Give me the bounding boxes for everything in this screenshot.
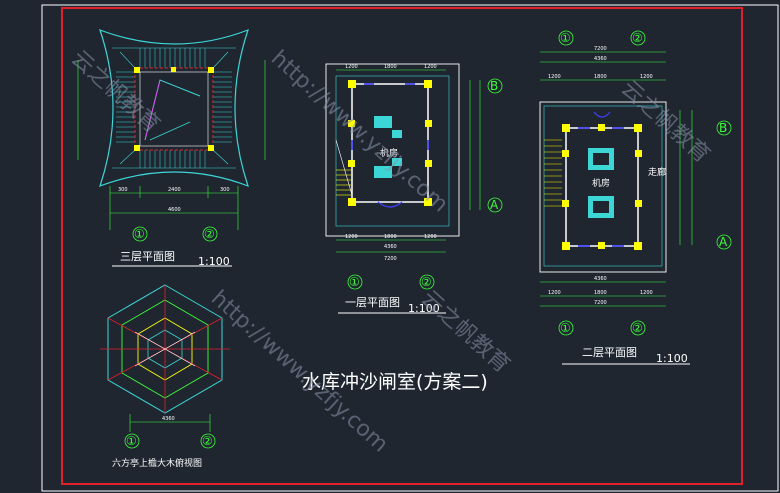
first-dim-bottom-3: 1200 — [424, 234, 437, 240]
first-dim-bottom-2: 1800 — [384, 234, 397, 240]
second-floor-room-label: 机房 — [592, 177, 610, 189]
second-dim-bottom-3: 1800 — [594, 290, 607, 296]
watermark-brand-2: 云之帆教育 — [416, 286, 514, 378]
first-axis-2: ② — [421, 275, 432, 289]
second-dim-top-5: 1200 — [640, 74, 653, 80]
second-dim-top-3: 1200 — [548, 74, 561, 80]
first-floor-scale: 1:100 — [408, 302, 440, 315]
third-dim-1: 300 — [118, 187, 128, 193]
first-dim-bottom-4: 4360 — [384, 244, 397, 250]
second-axis-bottom-2: ② — [632, 321, 643, 335]
first-row-b: B — [490, 79, 498, 93]
hex-roof-title: 六方亭上檐大木俯视图 — [112, 457, 202, 469]
second-floor-corridor-label: 走廊 — [648, 166, 666, 178]
third-dim-total: 4600 — [168, 207, 181, 213]
outer-border — [41, 4, 779, 492]
second-dim-bottom-1: 4360 — [594, 276, 607, 282]
third-floor-scale: 1:100 — [198, 255, 230, 268]
third-dim-3: 300 — [220, 187, 230, 193]
first-axis-1: ① — [349, 275, 360, 289]
hex-roof-plan: 4360 ① ② 六方亭上檐大木俯视图 — [100, 284, 230, 469]
first-floor-title: 一层平面图 — [345, 296, 400, 309]
hex-axis-2: ② — [202, 434, 213, 448]
drawing-title: 水库冲沙闸室(方案二) — [302, 371, 488, 393]
second-axis-top-1: ① — [560, 31, 571, 45]
second-dim-bottom-4: 1200 — [640, 290, 653, 296]
second-floor-title: 二层平面图 — [582, 346, 637, 359]
second-dim-bottom-2: 1200 — [548, 290, 561, 296]
second-row-a: A — [719, 235, 728, 249]
watermark-url-1: http://www.yzfjy.com — [266, 46, 453, 218]
third-floor-title: 三层平面图 — [120, 250, 175, 263]
second-dim-bottom-5: 7200 — [594, 300, 607, 306]
drawing-frame — [61, 7, 743, 485]
hex-dim: 4360 — [162, 416, 175, 422]
first-dim-top-1: 1200 — [345, 64, 358, 70]
watermark-brand-1: 云之帆教育 — [66, 46, 164, 138]
first-dim-bottom-5: 7200 — [384, 256, 397, 262]
first-dim-top-2: 1800 — [384, 64, 397, 70]
second-axis-bottom-1: ① — [560, 321, 571, 335]
second-dim-top-1: 7200 — [594, 46, 607, 52]
third-dim-2: 2400 — [168, 187, 181, 193]
first-dim-top-3: 1200 — [424, 64, 437, 70]
second-floor-scale: 1:100 — [656, 352, 688, 365]
second-floor-plan: 机房 走廊 7200 4360 1200 1800 1200 4360 1200… — [539, 30, 732, 365]
first-row-a: A — [490, 198, 499, 212]
second-dim-top-4: 1800 — [594, 74, 607, 80]
third-axis-2: ② — [204, 227, 215, 241]
third-floor-plan: 300 2400 300 4600 ① ② 三层平面图 1:100 — [77, 28, 266, 268]
watermark-brand-3: 云之帆教育 — [616, 76, 714, 168]
first-floor-plan: 机房 1200 1800 1200 1200 1800 1200 4360 72… — [325, 63, 503, 315]
second-dim-top-2: 4360 — [594, 56, 607, 62]
first-dim-bottom-1: 1200 — [345, 234, 358, 240]
third-axis-1: ① — [134, 227, 145, 241]
first-floor-room-label: 机房 — [380, 147, 398, 159]
second-axis-top-2: ② — [632, 31, 643, 45]
second-row-b: B — [719, 121, 727, 135]
hex-axis-1: ① — [126, 434, 137, 448]
